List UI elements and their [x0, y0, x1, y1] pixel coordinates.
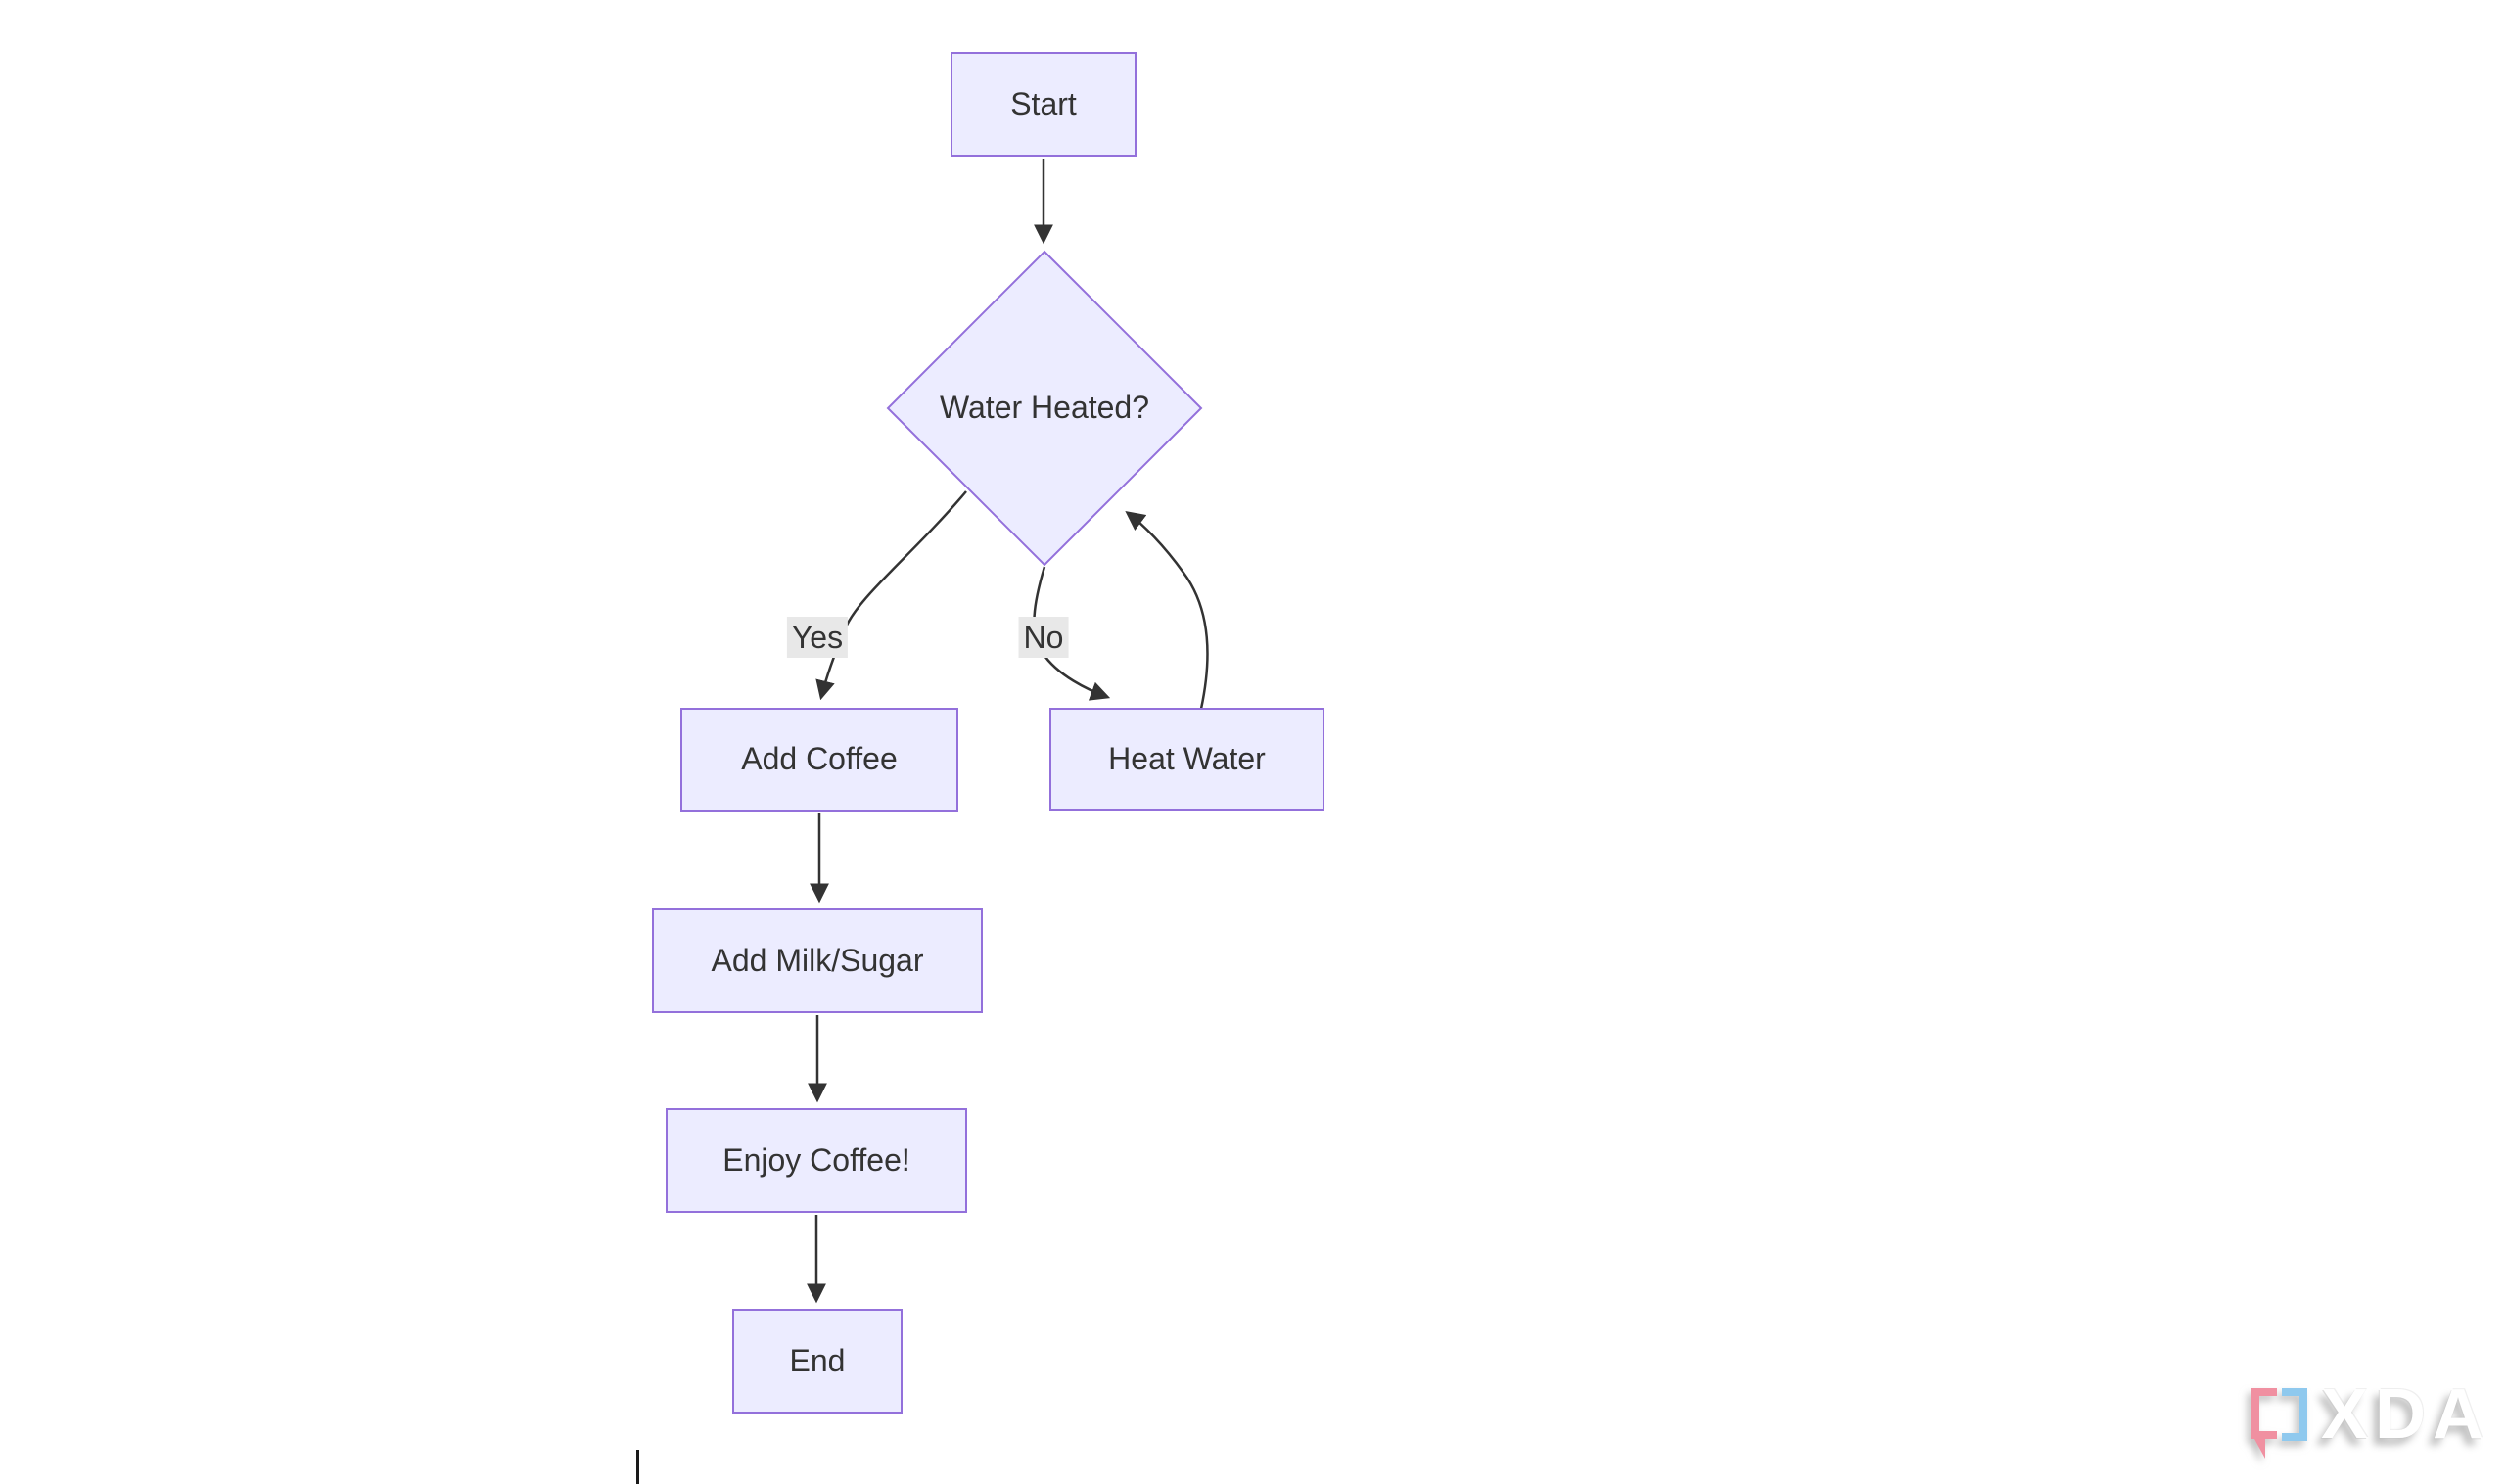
node-water-heated-shape	[886, 250, 1203, 567]
edge-label-no: No	[1018, 617, 1069, 658]
node-heat-water-label: Heat Water	[1108, 740, 1266, 776]
node-end: End	[732, 1309, 903, 1414]
node-enjoy-coffee-label: Enjoy Coffee!	[722, 1141, 910, 1178]
node-start-label: Start	[1010, 85, 1077, 121]
edge-label-yes: Yes	[786, 617, 849, 658]
node-add-coffee-label: Add Coffee	[741, 741, 898, 777]
xda-logo-left-bracket-icon	[2251, 1388, 2277, 1459]
text-caret[interactable]	[636, 1450, 639, 1484]
node-add-milk-sugar-label: Add Milk/Sugar	[711, 942, 924, 978]
node-add-milk-sugar: Add Milk/Sugar	[652, 908, 983, 1013]
node-end-label: End	[789, 1342, 846, 1378]
xda-logo-right-bracket-icon	[2282, 1388, 2307, 1441]
edge-heat-water-back-to-decision	[1125, 510, 1209, 710]
xda-logo-brackets	[2251, 1382, 2307, 1464]
node-water-heated-label: Water Heated?	[939, 390, 1150, 425]
xda-watermark: XDA	[2251, 1375, 2491, 1464]
xda-wordmark: XDA	[2321, 1375, 2491, 1454]
node-enjoy-coffee: Enjoy Coffee!	[666, 1108, 967, 1213]
node-start: Start	[951, 52, 1137, 157]
node-add-coffee: Add Coffee	[680, 708, 958, 812]
node-heat-water: Heat Water	[1049, 708, 1324, 811]
edge-decision-yes-to-add-coffee	[815, 490, 967, 701]
